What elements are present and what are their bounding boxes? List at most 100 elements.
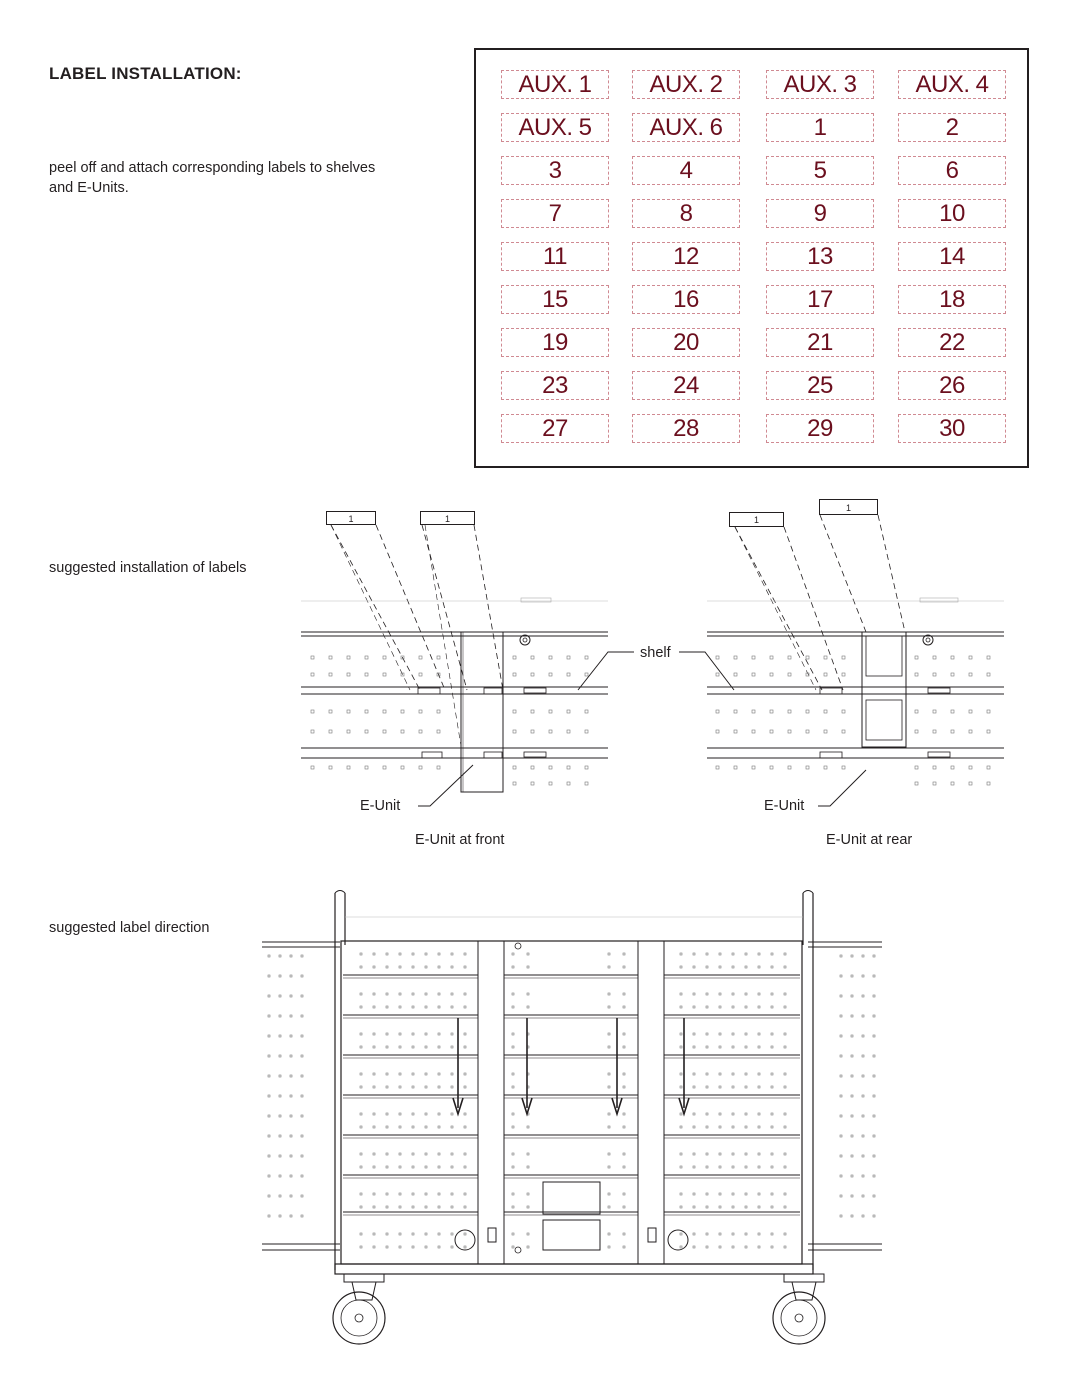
perforation-hole xyxy=(705,1205,709,1209)
perforation-hole xyxy=(861,1214,865,1218)
perforation-hole xyxy=(512,709,517,714)
perforation-hole xyxy=(328,729,333,734)
perforation-hole xyxy=(382,672,387,677)
perforation-hole xyxy=(411,1045,415,1049)
perforation-hole xyxy=(267,1174,271,1178)
perforation-hole xyxy=(770,992,774,996)
perforation-hole xyxy=(986,729,991,734)
label-tag: 25 xyxy=(766,371,874,400)
perforation-hole xyxy=(289,1014,293,1018)
perforation-hole xyxy=(872,1174,876,1178)
perforation-hole xyxy=(872,1014,876,1018)
perforation-hole xyxy=(769,729,774,734)
label-tag: 13 xyxy=(766,242,874,271)
perforation-hole xyxy=(450,1205,454,1209)
perforation-hole xyxy=(805,672,810,677)
perforation-hole xyxy=(289,1214,293,1218)
perforation-hole xyxy=(398,1165,402,1169)
perforation-hole xyxy=(511,1072,515,1076)
perforation-hole xyxy=(437,1045,441,1049)
perforation-hole xyxy=(437,952,441,956)
perforation-hole xyxy=(787,765,792,770)
perforation-hole xyxy=(705,1152,709,1156)
perforation-hole xyxy=(823,729,828,734)
perforation-hole xyxy=(757,1072,761,1076)
perforation-hole xyxy=(424,952,428,956)
perforation-hole xyxy=(861,1014,865,1018)
perforation-hole xyxy=(526,952,530,956)
perforation-hole xyxy=(770,1245,774,1249)
cart-base xyxy=(334,1263,814,1275)
perforation-hole xyxy=(511,952,515,956)
perforation-hole xyxy=(398,1205,402,1209)
perforation-hole xyxy=(267,1194,271,1198)
perforation-hole xyxy=(718,1032,722,1036)
perforation-hole xyxy=(705,992,709,996)
caster-hub xyxy=(354,1313,364,1323)
perforation-hole xyxy=(968,729,973,734)
perforation-hole xyxy=(705,952,709,956)
perforation-hole xyxy=(382,765,387,770)
perforation-hole xyxy=(385,1072,389,1076)
perforation-hole xyxy=(733,672,738,677)
perforation-hole xyxy=(424,1085,428,1089)
perforation-hole xyxy=(757,952,761,956)
perforation-hole xyxy=(359,1245,363,1249)
perforation-hole xyxy=(359,1192,363,1196)
perforation-hole xyxy=(450,1232,454,1236)
perforation-hole xyxy=(584,765,589,770)
perforation-hole xyxy=(584,729,589,734)
perforation-hole xyxy=(359,1005,363,1009)
perforation-hole xyxy=(770,1152,774,1156)
perforation-hole xyxy=(364,709,369,714)
shelf-label-slot xyxy=(417,687,441,695)
perforation-hole xyxy=(757,992,761,996)
perforation-hole xyxy=(411,1032,415,1036)
perforation-hole xyxy=(267,1114,271,1118)
perforation-hole xyxy=(511,1005,515,1009)
perforation-hole xyxy=(382,655,387,660)
perforation-hole xyxy=(450,1125,454,1129)
line xyxy=(734,526,823,691)
perforation-hole xyxy=(548,781,553,786)
perforation-hole xyxy=(872,954,876,958)
perforation-hole xyxy=(850,994,854,998)
direction-arrow xyxy=(678,1097,690,1117)
perforation-hole xyxy=(715,655,720,660)
perforation-hole xyxy=(511,1085,515,1089)
perforation-hole xyxy=(770,1032,774,1036)
perforation-hole xyxy=(372,1112,376,1116)
perforation-hole xyxy=(805,729,810,734)
perforation-hole xyxy=(463,1205,467,1209)
perforation-hole xyxy=(731,952,735,956)
perforation-hole xyxy=(850,1174,854,1178)
perforation-hole xyxy=(692,1165,696,1169)
label-tag: 29 xyxy=(766,414,874,443)
perforation-hole xyxy=(622,1192,626,1196)
perforation-hole xyxy=(679,992,683,996)
label-tag: 28 xyxy=(632,414,740,443)
label-tag: 12 xyxy=(632,242,740,271)
perforation-hole xyxy=(530,672,535,677)
perforation-hole xyxy=(278,1134,282,1138)
perforation-hole xyxy=(289,994,293,998)
perforation-hole xyxy=(463,1192,467,1196)
perforation-hole xyxy=(861,1174,865,1178)
perforation-hole xyxy=(692,1085,696,1089)
perforation-hole xyxy=(300,974,304,978)
perforation-hole xyxy=(805,655,810,660)
perforation-hole xyxy=(436,655,441,660)
perforation-hole xyxy=(718,1072,722,1076)
perforation-hole xyxy=(548,765,553,770)
label-tag: 8 xyxy=(632,199,740,228)
perforation-hole xyxy=(718,965,722,969)
perforation-hole xyxy=(437,1232,441,1236)
perforation-hole xyxy=(744,1125,748,1129)
perforation-hole xyxy=(705,1165,709,1169)
perforation-hole xyxy=(787,709,792,714)
perforation-hole xyxy=(744,992,748,996)
power-box xyxy=(542,1219,601,1251)
perforation-hole xyxy=(839,1074,843,1078)
perforation-hole xyxy=(861,954,865,958)
perforation-hole xyxy=(463,1072,467,1076)
